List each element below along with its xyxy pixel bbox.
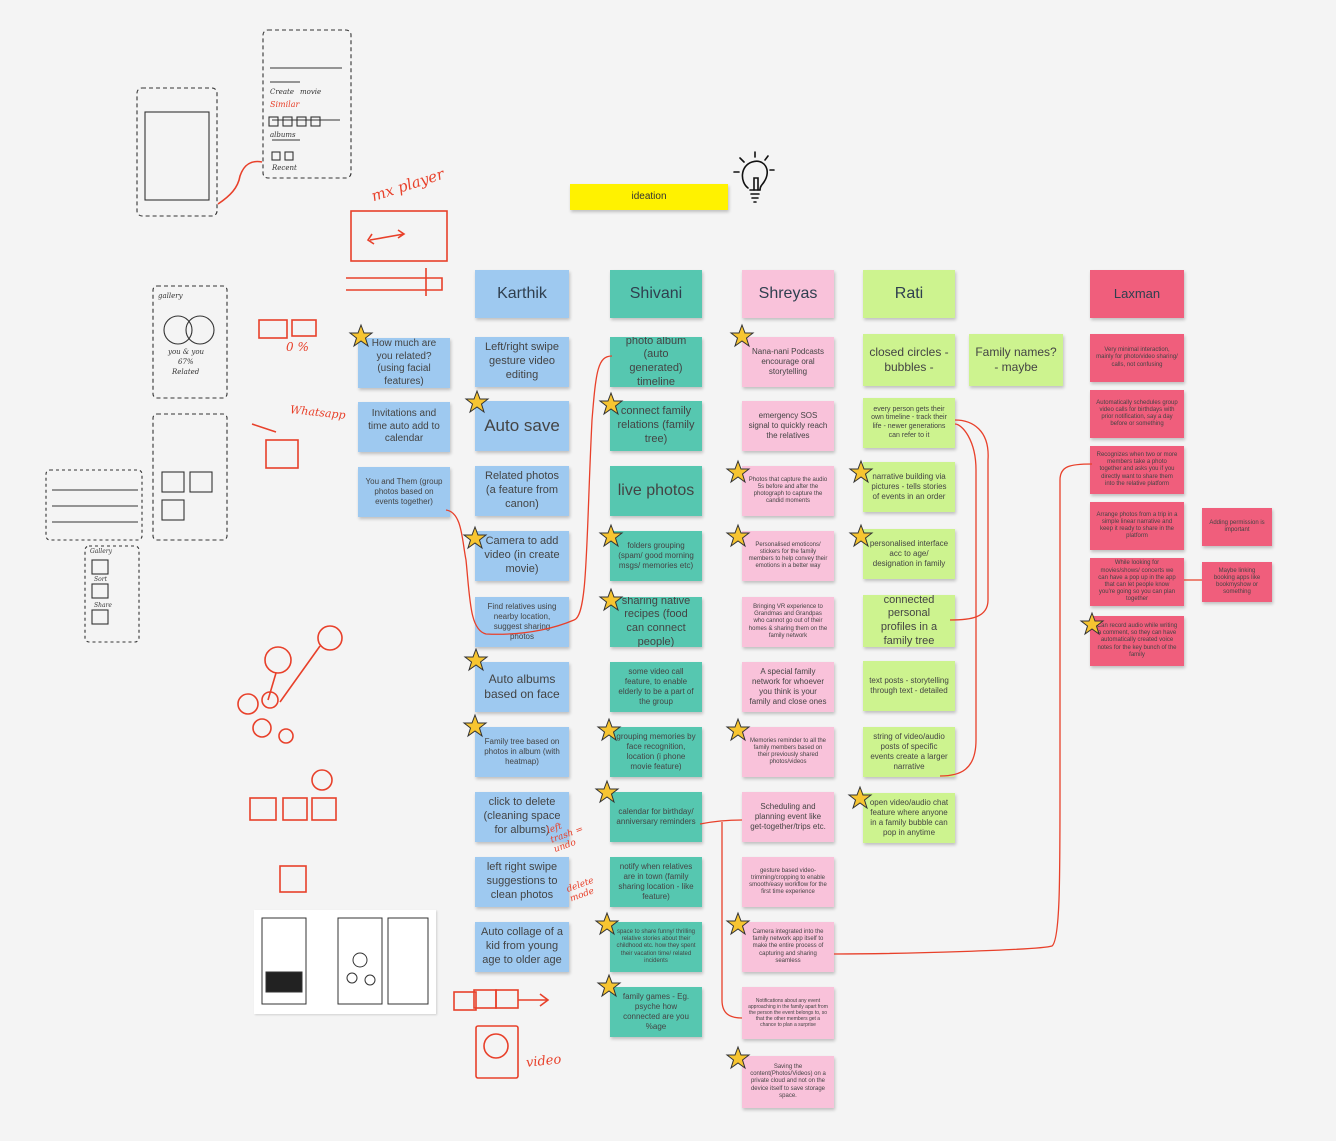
sketch-tree-node	[317, 625, 343, 651]
handwriting-percent: 0 %	[286, 340, 309, 354]
handwriting-delete-mode: delete mode	[565, 875, 596, 905]
sticky-note[interactable]: Photos that capture the audio 5s before …	[742, 466, 834, 516]
handwriting-share: Share	[94, 602, 112, 609]
sticky-note[interactable]: Can record audio while writing a comment…	[1090, 616, 1184, 666]
sticky-note[interactable]: Automatically schedules group video call…	[1090, 390, 1184, 438]
column-header-rati[interactable]: Rati	[863, 270, 955, 318]
sticky-note[interactable]: family games - Eg. psyche how connected …	[610, 987, 702, 1037]
column-header-laxman[interactable]: Laxman	[1090, 270, 1184, 318]
sketch-phone	[152, 285, 228, 399]
sticky-note[interactable]: Saving the content(Photos/Videos) on a p…	[742, 1056, 834, 1108]
handwriting-gallery-2: Gallery	[90, 548, 113, 555]
connector-line	[699, 819, 743, 825]
sticky-note[interactable]: connected personal profiles in a family …	[863, 595, 955, 647]
sticky-note[interactable]: personalised interface acc to age/ desig…	[863, 529, 955, 579]
handwriting-you-and-you: you & you	[168, 348, 205, 356]
sticky-note-side[interactable]: Adding permission is important	[1202, 508, 1272, 546]
handwriting-recent: Recent	[272, 164, 297, 172]
sticky-note-side[interactable]: How much are you related? (using facial …	[358, 338, 450, 388]
sticky-note[interactable]: click to delete (cleaning space for albu…	[475, 792, 569, 842]
sticky-note[interactable]: sharing native recipes (food can connect…	[610, 597, 702, 647]
sticky-note[interactable]: Auto albums based on face	[475, 662, 569, 712]
sticky-note[interactable]: some video call feature, to enable elder…	[610, 662, 702, 712]
sketch-video-face	[475, 1025, 519, 1079]
sticky-note[interactable]: Left/right swipe gesture video editing	[475, 337, 569, 387]
sticky-note[interactable]: Arrange photos from a trip in a simple l…	[1090, 502, 1184, 550]
sticky-note[interactable]: While looking for movies/shows/ concerts…	[1090, 558, 1184, 606]
sticky-note[interactable]: A special family network for whoever you…	[742, 662, 834, 712]
sticky-note[interactable]: Auto save	[475, 401, 569, 451]
handwriting-video: video	[525, 1052, 563, 1071]
handwriting-movie: movie	[300, 88, 322, 96]
sticky-note[interactable]: Scheduling and planning event like get-t…	[742, 792, 834, 842]
sticky-note[interactable]: Nana-nani Podcasts encourage oral storyt…	[742, 337, 834, 387]
sticky-note[interactable]: every person gets their own timeline - t…	[863, 398, 955, 448]
star-icons	[348, 323, 1105, 1070]
sticky-note[interactable]: live photos	[610, 466, 702, 516]
sketch-player	[350, 210, 448, 262]
sticky-note[interactable]: closed circles - bubbles -	[863, 334, 955, 386]
sketch-phone	[144, 111, 210, 201]
sketch-card	[254, 910, 436, 1014]
sketch-arrow	[217, 160, 263, 205]
handwriting-create: Create	[270, 88, 294, 96]
sketch-calendar	[45, 469, 143, 541]
connector-line	[949, 419, 989, 621]
sticky-note[interactable]: Bringing VR experience to Grandmas and G…	[742, 597, 834, 647]
column-header-shreyas[interactable]: Shreyas	[742, 270, 834, 318]
sticky-note[interactable]: Very minimal interaction, mainly for pho…	[1090, 334, 1184, 382]
sticky-note[interactable]: space to share funny/ thrilling relative…	[610, 922, 702, 972]
sticky-note[interactable]: notify when relatives are in town (famil…	[610, 857, 702, 907]
sticky-note[interactable]: open video/audio chat feature where anyo…	[863, 793, 955, 843]
sticky-note[interactable]: folders grouping (spam/ good morning msg…	[610, 531, 702, 581]
sticky-note[interactable]: grouping memories by face recognition, l…	[610, 727, 702, 777]
sticky-note[interactable]: narrative building via pictures - tells …	[863, 462, 955, 512]
sticky-note[interactable]: text posts - storytelling through text -…	[863, 661, 955, 711]
handwriting-similar: Similar	[270, 100, 300, 109]
sticky-note[interactable]: emergency SOS signal to quickly reach th…	[742, 401, 834, 451]
sketch-phone	[136, 87, 218, 217]
sticky-note[interactable]: Find relatives using nearby location, su…	[475, 597, 569, 647]
handwriting-gallery: gallery	[158, 292, 183, 300]
handwriting-mx-player: mx player	[369, 164, 447, 206]
sticky-note[interactable]: Related photos (a feature from canon)	[475, 466, 569, 516]
handwriting-sort: Sort	[94, 576, 108, 583]
sticky-note[interactable]: photo album (auto generated) timeline	[610, 337, 702, 387]
column-header-karthik[interactable]: Karthik	[475, 270, 569, 318]
handwriting-albums: albums	[270, 131, 296, 139]
sketch-phone	[84, 545, 140, 643]
sticky-note[interactable]: Memories reminder to all the family memb…	[742, 727, 834, 777]
sticky-note[interactable]: Recognizes when two or more members take…	[1090, 446, 1184, 494]
connector-line	[721, 822, 743, 1019]
lightbulb-icon	[733, 151, 775, 203]
sticky-note[interactable]: calendar for birthday/ anniversary remin…	[610, 792, 702, 842]
sticky-note[interactable]: connect family relations (family tree)	[610, 401, 702, 451]
sticky-note-side[interactable]: Invitations and time auto add to calenda…	[358, 402, 450, 452]
sticky-note[interactable]: string of video/audio posts of specific …	[863, 727, 955, 777]
column-header-shivani[interactable]: Shivani	[610, 270, 702, 318]
sticky-note[interactable]: Family tree based on photos in album (wi…	[475, 727, 569, 777]
handwriting-related: Related	[172, 368, 200, 376]
sticky-note-side[interactable]: You and Them (group photos based on even…	[358, 467, 450, 517]
sticky-note[interactable]: gesture based video-trimming/cropping to…	[742, 857, 834, 907]
sketch-tree-node	[264, 646, 292, 674]
sticky-note-side[interactable]: Maybe linking booking apps like bookmysh…	[1202, 562, 1272, 602]
sticky-note[interactable]: left right swipe suggestions to clean ph…	[475, 857, 569, 907]
sticky-note[interactable]: Personalised emoticons/ stickers for the…	[742, 531, 834, 581]
handwriting-percent-small: 67%	[178, 358, 194, 366]
sticky-note-side[interactable]: Family names? - maybe	[969, 334, 1063, 386]
sketch-phone	[152, 413, 228, 541]
title-note[interactable]: ideation	[570, 184, 728, 210]
sticky-note[interactable]: Auto collage of a kid from young age to …	[475, 922, 569, 972]
sticky-note[interactable]: Notifications about any event approachin…	[742, 987, 834, 1039]
sticky-note[interactable]: Camera to add video (in create movie)	[475, 531, 569, 581]
sticky-note[interactable]: Camera integrated into the family networ…	[742, 922, 834, 972]
handwriting-whatsapp: Whatsapp	[289, 403, 347, 422]
